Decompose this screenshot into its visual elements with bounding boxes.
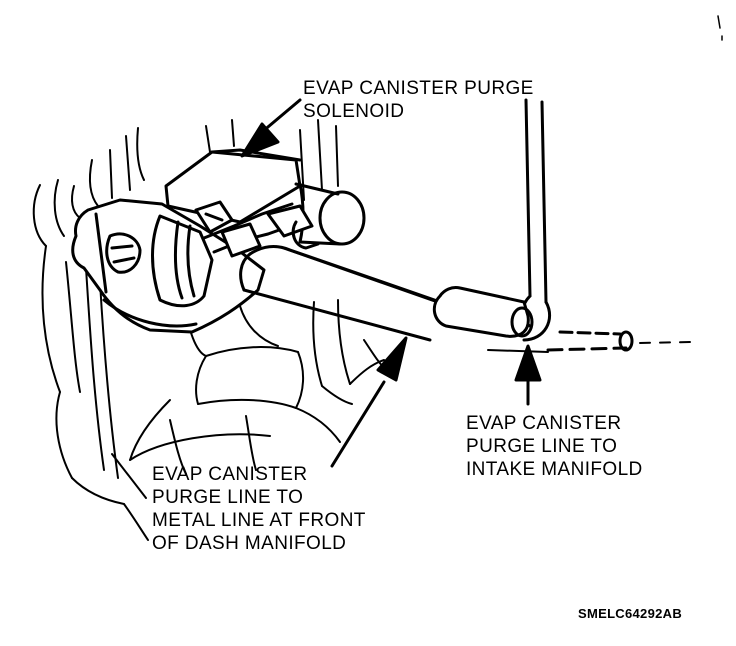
purge-hose xyxy=(239,245,471,342)
arrowhead-metal-line xyxy=(376,336,408,382)
callout-line: SOLENOID xyxy=(303,101,405,122)
callout-line: INTAKE MANIFOLD xyxy=(466,459,643,480)
callout-line: PURGE LINE TO xyxy=(152,487,304,508)
callout-line: EVAP CANISTER PURGE xyxy=(303,78,534,99)
callout-line: OF DASH MANIFOLD xyxy=(152,533,347,554)
engine-block xyxy=(32,119,387,541)
arrowhead-intake xyxy=(514,344,542,382)
metal-line-callout: EVAP CANISTER PURGE LINE TO METAL LINE A… xyxy=(152,463,366,555)
callout-line: EVAP CANISTER xyxy=(152,464,308,485)
callout-line: EVAP CANISTER xyxy=(466,413,622,434)
intake-line-callout: EVAP CANISTER PURGE LINE TO INTAKE MANIF… xyxy=(466,412,643,481)
solenoid-callout: EVAP CANISTER PURGE SOLENOID xyxy=(303,77,534,123)
callout-line: PURGE LINE TO xyxy=(466,436,618,457)
intake-manifold-line xyxy=(432,98,691,353)
leader-arrows xyxy=(111,98,542,499)
arrowhead-solenoid xyxy=(240,122,280,158)
purge-solenoid xyxy=(71,148,366,334)
figure-code: SMELC64292AB xyxy=(578,606,683,621)
callout-line: METAL LINE AT FRONT xyxy=(152,510,366,531)
